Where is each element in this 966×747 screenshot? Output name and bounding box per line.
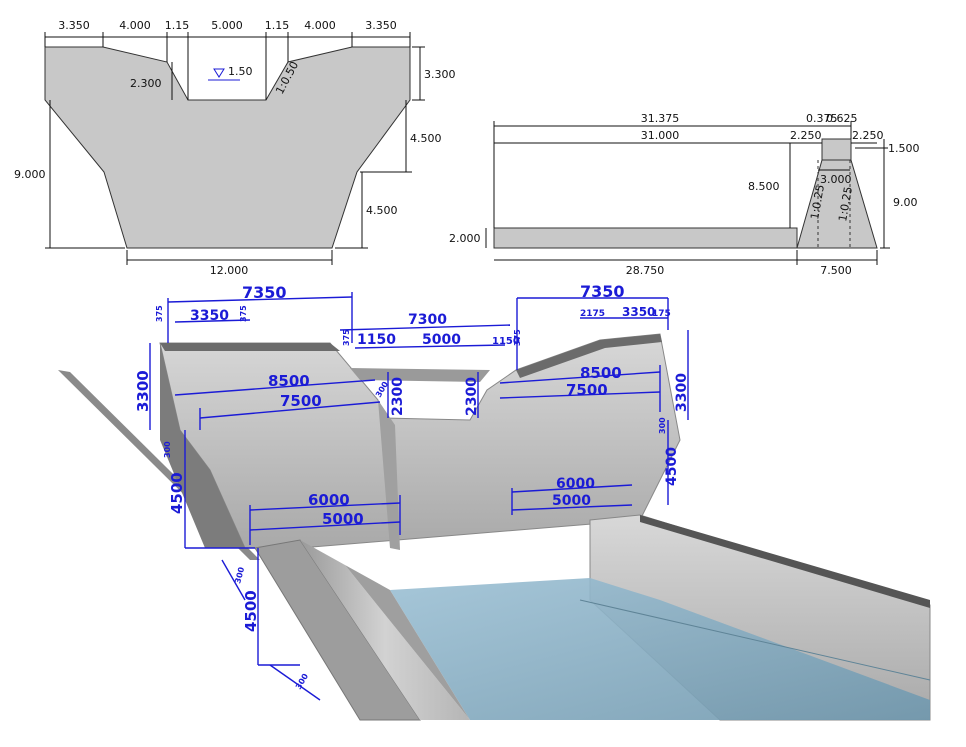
base-width-label: 7.500	[820, 264, 852, 277]
dim3d-left-small-a: 375	[155, 305, 164, 322]
notch-depth-label: 2.300	[130, 77, 162, 90]
model-3d: 7350 3350 375 375 7300 5000 1150 1150 37…	[58, 282, 931, 721]
front-top-dim-3: 1.15	[165, 19, 190, 32]
dim3d-notch-depth-left: 2300	[390, 377, 406, 416]
front-top-dim-6: 4.000	[304, 19, 336, 32]
front-top-dim-1: 3.350	[58, 19, 90, 32]
dim3d-inner-right-b: 5000	[552, 493, 591, 509]
dim3d-right-b: 175	[652, 309, 671, 319]
apron-length-label: 28.750	[626, 264, 665, 277]
dim3d-right-len-a: 8500	[580, 364, 622, 382]
dim3d-left-width: 7350	[242, 283, 287, 302]
right-wall-top	[640, 515, 930, 608]
dim3d-inner-right-a: 6000	[556, 476, 595, 492]
channel-floor-edge	[345, 565, 470, 720]
channel-left-wall-face	[300, 540, 470, 720]
crest-a-label: 0.375	[806, 112, 838, 125]
dim-lines-3d	[149, 292, 689, 701]
apron-slab	[493, 227, 798, 249]
front-elevation: 3.350 4.000 1.15 5.000 1.15 4.000 3.350 …	[14, 19, 456, 277]
crest-b-label: 0.625	[826, 112, 858, 125]
front-top-dim-2: 4.000	[119, 19, 151, 32]
dim3d-notch-left: 1150	[357, 332, 396, 348]
dim3d-left-len-b: 7500	[280, 392, 322, 410]
right-wing-crest	[516, 334, 662, 378]
dim3d-notch-top: 7300	[408, 312, 447, 328]
side-section: 31.375 31.000 0.375 0.625 2.250 2.250 1.…	[449, 112, 920, 277]
dam-height-label: 8.500	[748, 180, 780, 193]
front-top-dim-7: 3.350	[365, 19, 397, 32]
dim3d-left-crest: 3350	[190, 308, 229, 324]
dim3d-right-width: 7350	[580, 282, 625, 301]
dim3d-left-len-a: 8500	[268, 372, 310, 390]
left-offset-label: 2.250	[790, 129, 822, 142]
right-offset-label: 2.250	[852, 129, 884, 142]
total-length-label: 31.375	[641, 112, 680, 125]
dim3d-right-a: 2175	[580, 309, 605, 319]
bottom-width-label: 12.000	[210, 264, 249, 277]
dim3d-small-5: 300	[658, 417, 667, 434]
notch-floor	[350, 368, 490, 382]
dim3d-notch-small-a: 375	[342, 329, 351, 346]
dim3d-small-3: 300	[294, 672, 310, 691]
dim3d-small-1: 300	[163, 441, 172, 458]
front-top-dim-5: 1.15	[265, 19, 290, 32]
dim3d-height-right-mid: 4500	[664, 447, 680, 486]
left-height-label: 9.000	[14, 168, 46, 181]
dim3d-right-crest: 3350	[622, 305, 655, 319]
floor-joint	[579, 599, 931, 681]
water-level-icon	[213, 68, 225, 78]
left-wing-crest	[160, 343, 340, 351]
channel-water	[390, 578, 930, 720]
dim3d-small-2: 300	[233, 566, 246, 585]
inner-width-label: 3.000	[820, 173, 852, 186]
dim3d-notch-depth-right: 2300	[464, 377, 480, 416]
dim3d-height-left-top: 3300	[134, 370, 152, 412]
dim3d-notch-width: 5000	[422, 332, 461, 348]
dim3d-notch-right: 1150	[492, 336, 520, 347]
dim3d-height-left-low: 4500	[242, 590, 260, 632]
dim3d-height-right-top: 3300	[674, 373, 690, 412]
dim3d-left-small-b: 375	[239, 305, 248, 322]
dim3d-notch-small-b: 375	[513, 329, 522, 346]
left-wing-side	[160, 343, 245, 548]
dim3d-inner-left-a: 6000	[308, 491, 350, 509]
slope-left-label: 1:0.25	[808, 184, 827, 221]
total-height-label: 9.00	[893, 196, 918, 209]
right-dim-mid: 4.500	[410, 132, 442, 145]
apron-thickness-label: 2.000	[449, 232, 481, 245]
dim3d-inner-left-b: 5000	[322, 510, 364, 528]
crest-depth-label: 1.500	[888, 142, 920, 155]
front-top-dim-4: 5.000	[211, 19, 243, 32]
water-level-label: 1.50	[228, 65, 253, 78]
slope-right-label: 1:0.25	[836, 186, 855, 223]
dam-side-section	[796, 138, 878, 249]
right-dim-top: 3.300	[424, 68, 456, 81]
dim3d-height-left-mid: 4500	[168, 472, 186, 514]
notch-shadow	[378, 400, 400, 550]
dim3d-right-len-b: 7500	[566, 381, 608, 399]
apron-length-top-label: 31.000	[641, 129, 680, 142]
right-dim-bottom: 4.500	[366, 204, 398, 217]
